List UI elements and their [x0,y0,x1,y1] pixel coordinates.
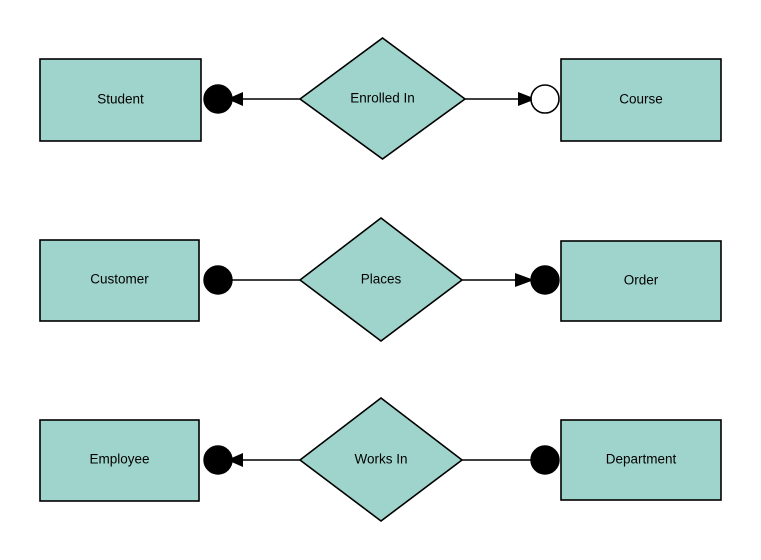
connector-hollow-circle-course[interactable] [530,84,560,114]
connector-filled-circle-student[interactable] [203,84,233,114]
connector-filled-circle-department[interactable] [530,445,560,475]
connector-filled-circle-employee[interactable] [203,445,233,475]
relationship-row-enrolled-in: Student Enrolled In Course [39,37,722,160]
relationship-works-in[interactable] [298,396,464,523]
entity-course[interactable] [560,58,722,142]
entity-order[interactable] [560,240,722,322]
relationship-enrolled-in[interactable] [298,37,467,160]
arrow-right-icon-order [515,273,534,287]
relationship-places[interactable] [298,216,464,343]
relationship-row-works-in: Employee Works In Department [39,396,722,523]
entity-employee[interactable] [39,419,200,502]
arrow-left-icon-employee [227,453,243,467]
connector-filled-circle-order[interactable] [530,265,560,295]
connector-filled-circle-customer[interactable] [203,265,233,295]
entity-customer[interactable] [39,239,200,322]
relationship-row-places: Customer Places Order [39,216,722,343]
arrow-right-icon-course [518,92,536,106]
entity-department[interactable] [560,419,722,501]
entity-student[interactable] [39,58,202,142]
arrow-left-icon-student [227,92,243,106]
